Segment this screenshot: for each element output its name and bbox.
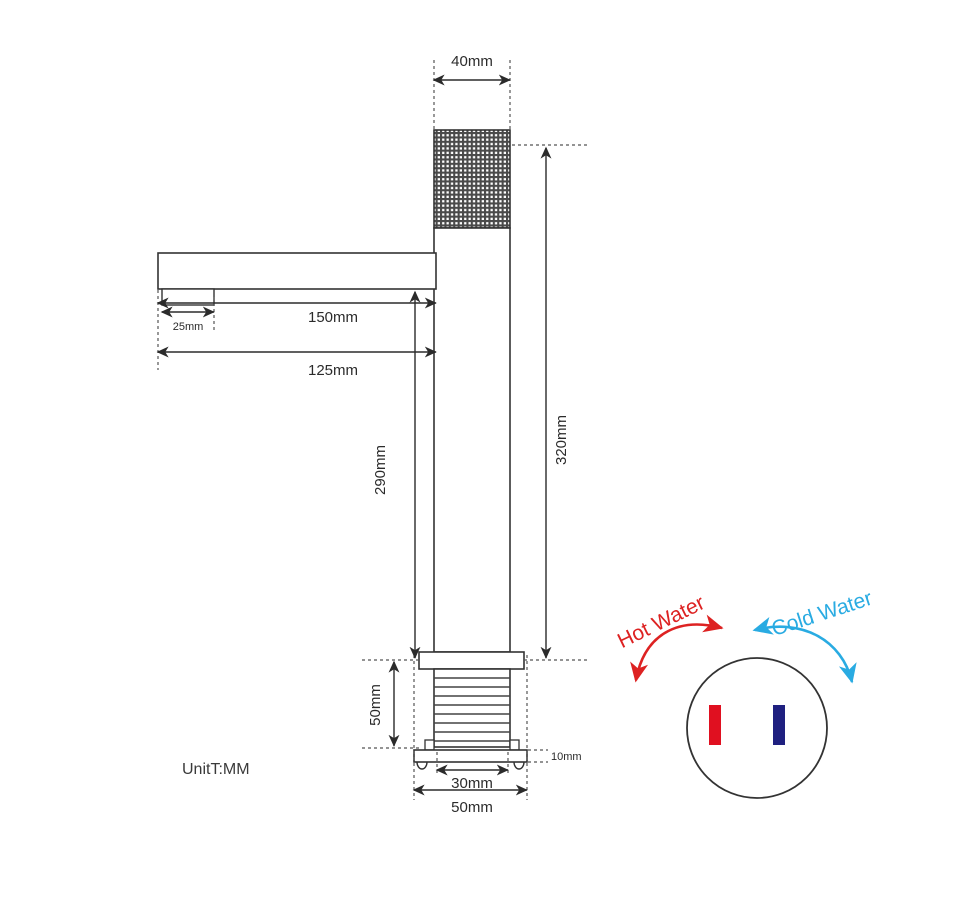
dimension-320mm: 320mm (540, 146, 570, 659)
dimension-50mm-width: 50mm (412, 784, 528, 816)
dimension-150mm: 150mm (156, 297, 437, 326)
cold-water-arrow (752, 616, 857, 684)
dimension-label-50mm-height: 50mm (367, 684, 384, 726)
base-mounting-plate (413, 739, 528, 770)
dimension-10mm: 10mm (551, 751, 582, 763)
water-control-diagram: Hot Water Cold Water (614, 587, 875, 799)
hot-indicator-bar (709, 705, 721, 745)
faucet-spout-arm (157, 252, 437, 306)
dimension-label-40mm: 40mm (451, 53, 493, 70)
dimension-label-125mm: 125mm (308, 362, 358, 379)
dimension-label-50mm-width: 50mm (451, 799, 493, 816)
dimension-40mm: 40mm (432, 53, 511, 86)
base-flange-cap (418, 651, 525, 670)
dimension-30mm: 30mm (435, 764, 509, 792)
faucet-column (433, 227, 511, 653)
dimension-290mm: 290mm (372, 290, 421, 659)
knurled-handle-block (433, 129, 511, 229)
dimension-25mm: 25mm (160, 306, 215, 333)
dimension-label-10mm: 10mm (551, 751, 582, 763)
control-knob-circle[interactable] (686, 657, 828, 799)
dimension-label-150mm: 150mm (308, 309, 358, 326)
dimension-label-320mm: 320mm (553, 415, 570, 465)
base-ribbed-cylinder (433, 668, 511, 748)
unit-note: UnitT:MM (182, 761, 250, 778)
faucet-body-outline (157, 129, 528, 770)
hot-water-label: Hot Water (614, 591, 708, 653)
hot-water-arrow (630, 614, 724, 683)
cold-indicator-bar (773, 705, 785, 745)
dimension-label-290mm: 290mm (372, 445, 389, 495)
dimension-50mm-height: 50mm (367, 660, 400, 747)
cold-water-label: Cold Water (769, 587, 875, 641)
dimension-label-25mm: 25mm (173, 321, 204, 333)
dimension-125mm: 125mm (156, 346, 437, 379)
